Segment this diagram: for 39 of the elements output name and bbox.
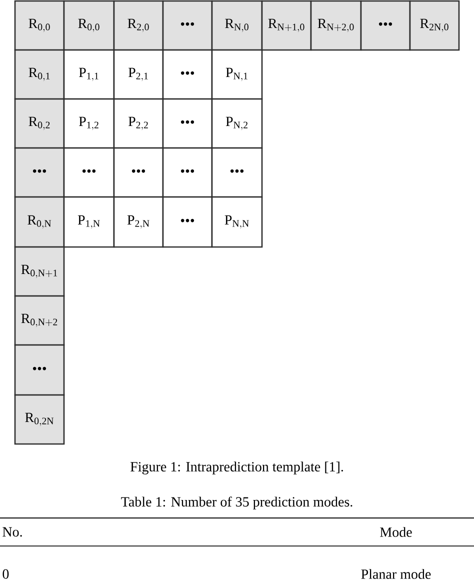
grid-cell: $\mathrm{R}_{\mathrm{0, 1}}$	[14, 49, 65, 100]
grid-cell: $\mathrm{R}_{\mathrm{0, 0}}$	[63, 0, 115, 51]
grid-cell: $\mathrm{R}_{\mathrm{N + 2, 0}}$	[310, 0, 362, 51]
grid-cell: $\mathrm{R}_{\mathrm{N, 0}}$	[211, 0, 263, 51]
grid-cell: $\mathrm{R}_{\mathrm{0, N + 1}}$	[14, 246, 65, 297]
grid-cell: •••	[162, 147, 213, 198]
grid-cell: $\mathrm{P}_{\mathrm{1, 2}}$	[63, 98, 115, 149]
grid-cell: •••	[14, 344, 65, 396]
grid-cell: $\mathrm{R}_{\mathrm{N + 1, 0}}$	[261, 0, 312, 51]
figure-caption: Figure 1: Intraprediction template [1].	[130, 462, 343, 474]
grid-cell: •••	[162, 196, 213, 248]
column-header: No.	[2, 527, 22, 537]
grid-cell: $\mathrm{P}_{\mathrm{N, 2}}$	[211, 98, 263, 149]
grid-cell: •••	[211, 147, 263, 198]
grid-cell: $\mathrm{P}_{\mathrm{N, N}}$	[211, 196, 263, 248]
grid-cell: $\mathrm{P}_{\mathrm{2, N}}$	[113, 196, 164, 248]
grid-cell: $\mathrm{P}_{\mathrm{2, 1}}$	[113, 49, 164, 100]
grid-cell: •••	[162, 0, 213, 51]
grid-cell: $\mathrm{R}_{\mathrm{0, 0}}$	[14, 0, 65, 51]
grid-cell: $\mathrm{R}_{\mathrm{0, N + 2}}$	[14, 295, 65, 346]
grid-cell: $\mathrm{P}_{\mathrm{1, 1}}$	[63, 49, 115, 100]
grid-cell: •••	[14, 147, 65, 198]
grid-cell: •••	[360, 0, 411, 51]
column-header: Mode	[380, 527, 412, 537]
grid-cell: $\mathrm{R}_{\mathrm{2N, 0}}$	[409, 0, 460, 51]
grid-cell: •••	[63, 147, 115, 198]
grid-cell: $\mathrm{R}_{\mathrm{0, N}}$	[14, 196, 65, 248]
grid-cell: $\mathrm{R}_{\mathrm{0, 2}}$	[14, 98, 65, 149]
table-title: Table 1: Number of 35 prediction modes.	[121, 496, 352, 510]
grid-cell: $\mathrm{P}_{\mathrm{1, N}}$	[63, 196, 115, 248]
grid-cell: •••	[113, 147, 164, 198]
table-cell: 0	[2, 569, 9, 579]
grid-cell: $\mathrm{R}_{\mathrm{2, 0}}$	[113, 0, 164, 51]
table-cell: Planar mode	[361, 569, 431, 579]
grid-cell: •••	[162, 98, 213, 149]
grid-cell: $\mathrm{P}_{\mathrm{2, 2}}$	[113, 98, 164, 149]
grid-cell: $\mathrm{R}_{\mathrm{0, 2N}}$	[14, 394, 65, 445]
grid-cell: •••	[162, 49, 213, 100]
grid-cell: $\mathrm{P}_{\mathrm{N, 1}}$	[211, 49, 263, 100]
